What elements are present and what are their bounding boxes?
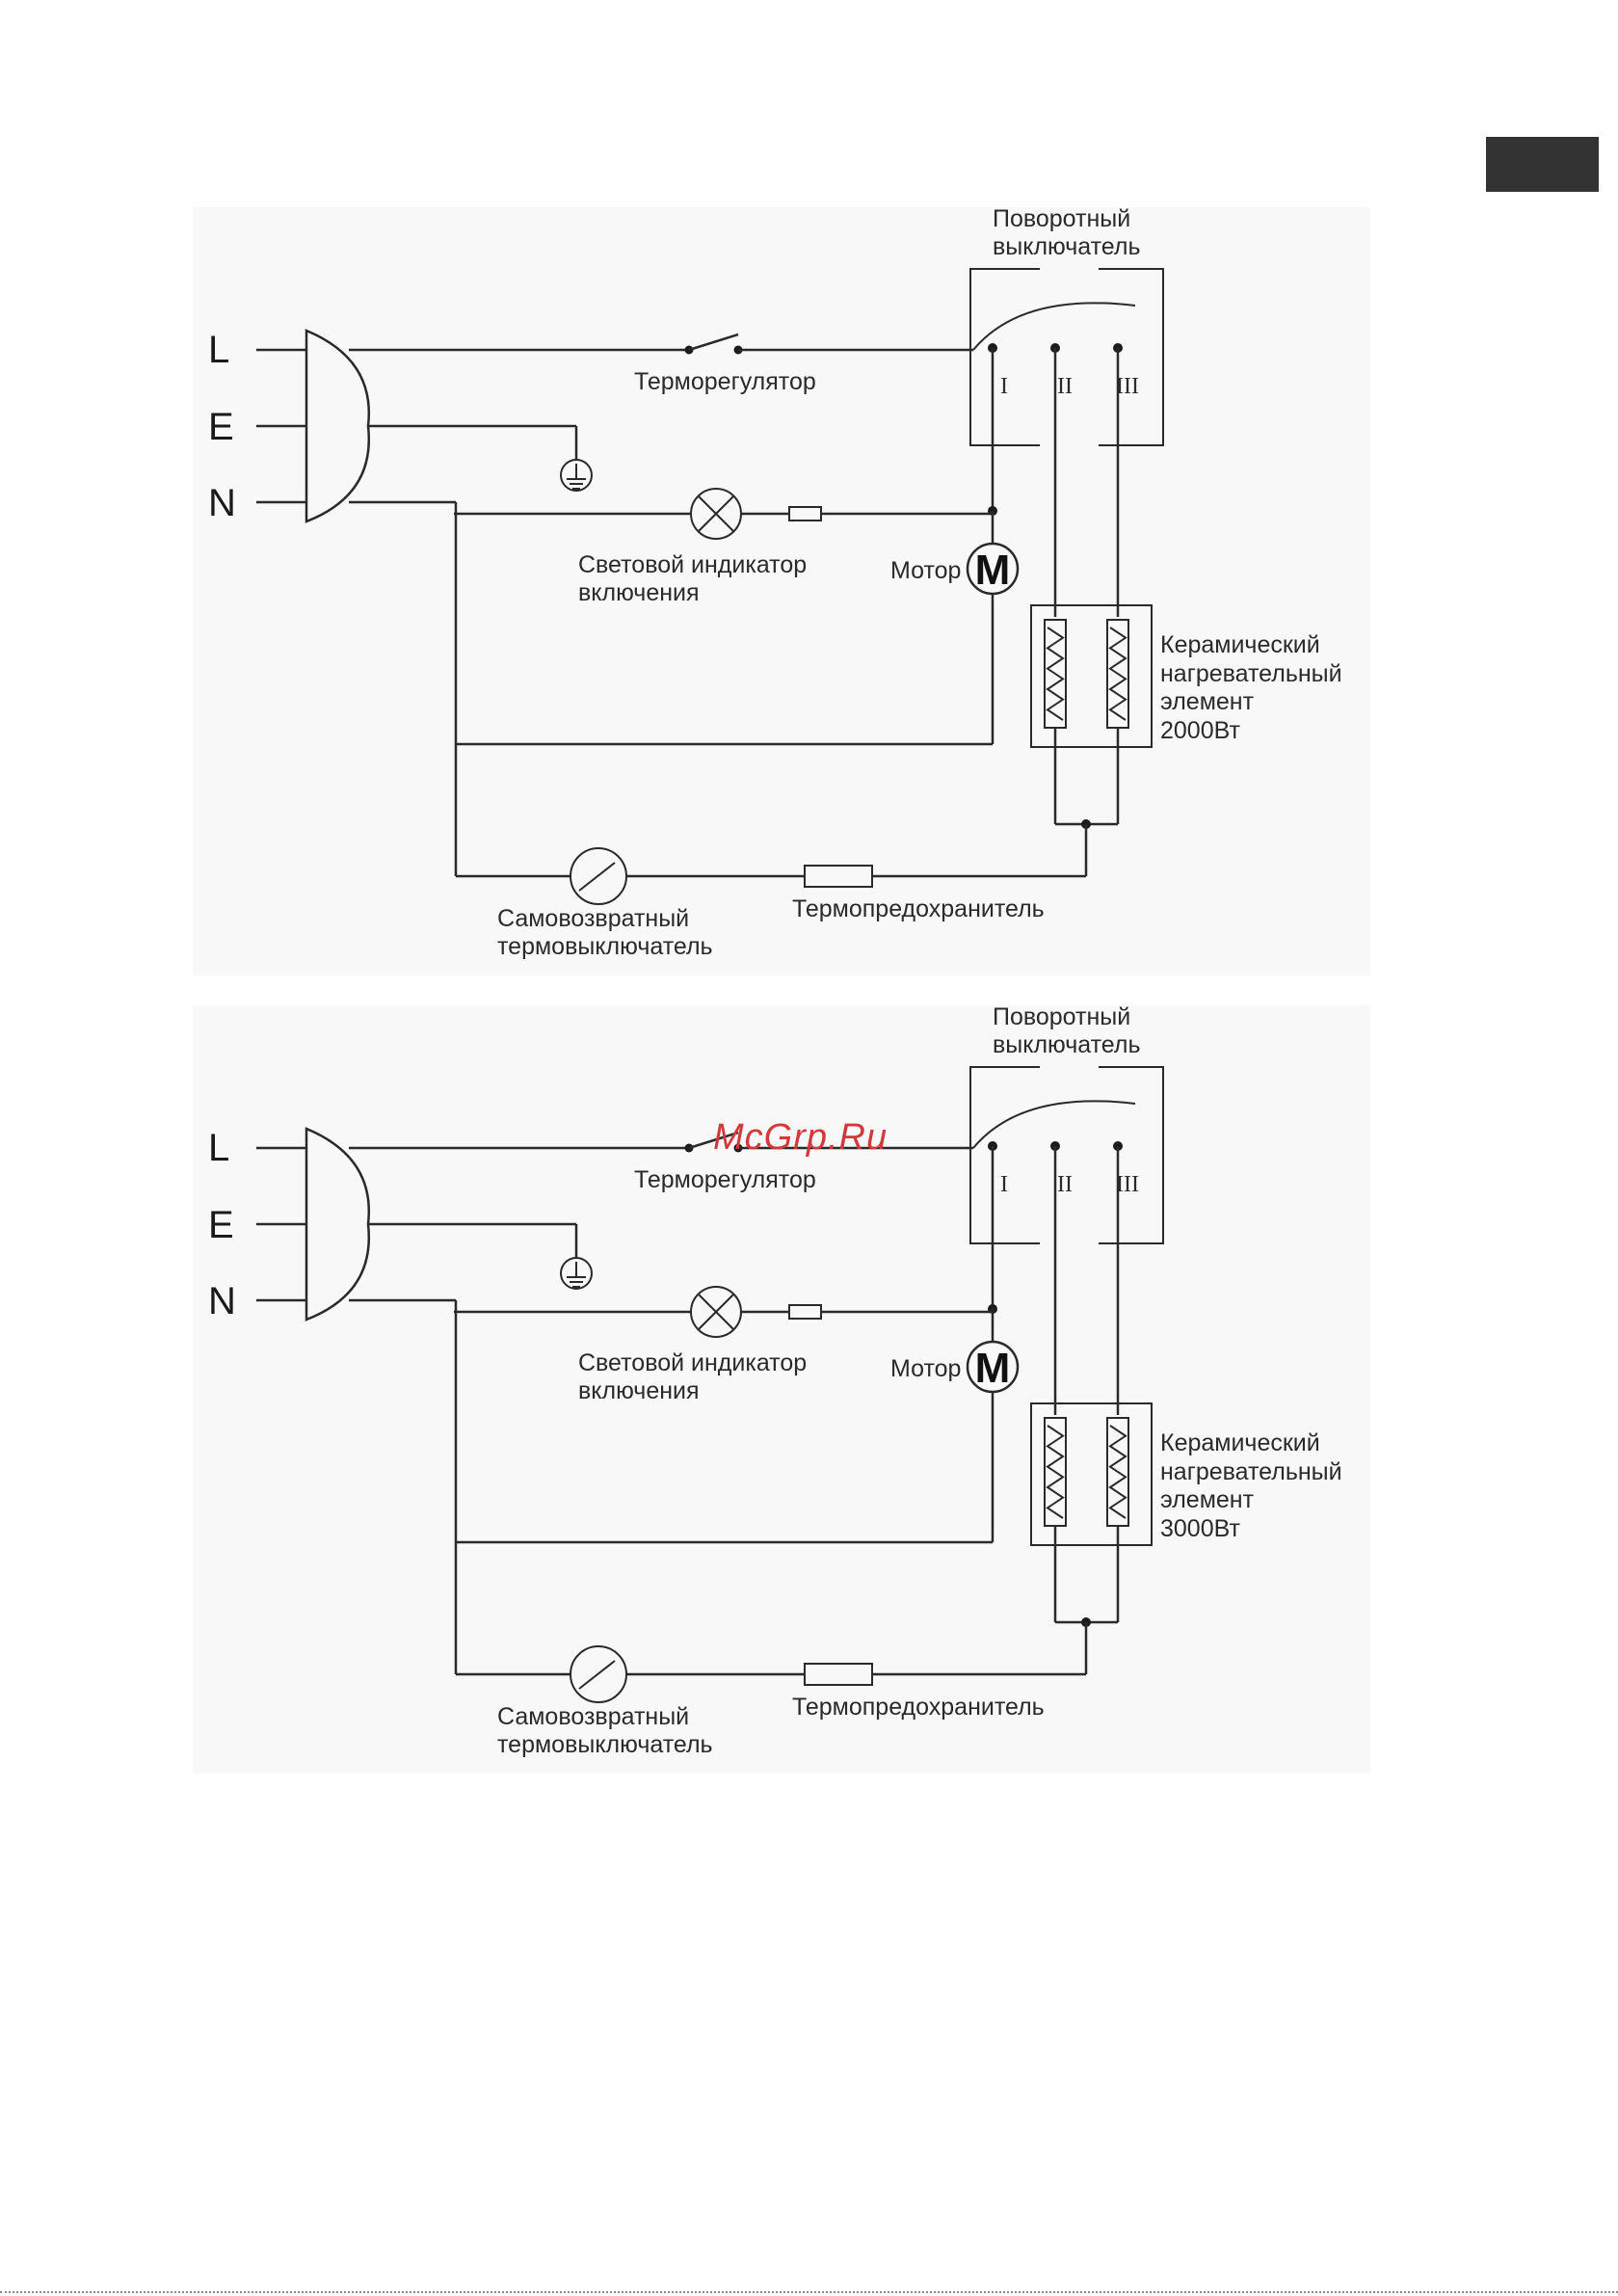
ground-icon: [560, 459, 593, 492]
page-tab-marker: [1486, 137, 1599, 192]
motor-symbol: M: [975, 547, 1011, 594]
indicator-label: Световой индикатор: [578, 551, 807, 578]
reset-thermoswitch-label: Самовозвратный: [497, 1703, 689, 1730]
rotary-switch-label: Поворотный: [993, 205, 1130, 232]
heater-label: нагревательный: [1160, 1458, 1342, 1485]
thermal-fuse-icon: [804, 865, 873, 888]
reset-thermoswitch-blade: [578, 862, 616, 892]
terminal-n-label: N: [208, 1280, 236, 1322]
reset-thermoswitch-label: термовыключатель: [497, 1731, 713, 1758]
rotary-switch-arm: [972, 302, 1136, 351]
heater-coil-1-coil: [1046, 627, 1065, 721]
switch-position-label: II: [1057, 1172, 1073, 1197]
indicator-label: включения: [578, 1377, 700, 1404]
heater-coil-2-coil: [1108, 1425, 1127, 1519]
indicator-label: включения: [578, 579, 700, 606]
indicator-lamp-cross: [698, 495, 734, 532]
switch-position-label: II: [1057, 374, 1073, 399]
thermal-fuse-label: Термопредохранитель: [792, 1694, 1045, 1721]
heater-element-box: [1030, 1402, 1153, 1546]
rotary-switch-label: выключатель: [993, 1031, 1141, 1058]
plug-icon: [305, 329, 371, 523]
thermal-fuse-label: Термопредохранитель: [792, 895, 1045, 922]
terminal-l-label: L: [208, 329, 229, 371]
indicator-resistor-icon: [788, 506, 822, 521]
rotary-switch-label: Поворотный: [993, 1003, 1130, 1030]
switch-position-label: III: [1116, 1172, 1139, 1197]
motor-symbol: M: [975, 1345, 1011, 1392]
thermoregulator-label: Терморегулятор: [634, 368, 816, 395]
switch-position-label: I: [1000, 374, 1008, 399]
ground-icon: [560, 1257, 593, 1290]
terminal-e-label: E: [208, 406, 234, 448]
rotary-switch-arm: [972, 1100, 1136, 1149]
heater-label: Керамический: [1160, 631, 1320, 658]
thermal-fuse-icon: [804, 1663, 873, 1686]
motor-label: Мотор: [890, 1355, 961, 1382]
heater-coil-2-coil: [1108, 627, 1127, 721]
motor-label: Мотор: [890, 557, 961, 584]
thermoregulator-switch-icon: [688, 333, 739, 352]
heater-coil-1-coil: [1046, 1425, 1065, 1519]
heater-label: элемент: [1160, 1486, 1255, 1513]
plug-icon: [305, 1127, 371, 1322]
rotary-switch-box: [969, 1066, 1040, 1244]
switch-position-label: I: [1000, 1172, 1008, 1197]
heater-element-box: [1030, 604, 1153, 748]
heater-label: элемент: [1160, 688, 1255, 715]
heater-power-label: 2000Вт: [1160, 717, 1240, 744]
heater-label: Керамический: [1160, 1429, 1320, 1456]
rotary-switch-box: [1099, 1066, 1164, 1244]
indicator-lamp-cross: [698, 1294, 734, 1330]
heater-label: нагревательный: [1160, 660, 1342, 687]
rotary-switch-box: [969, 268, 1040, 446]
reset-thermoswitch-blade: [578, 1660, 616, 1690]
watermark: McGrp.Ru: [713, 1117, 889, 1158]
thermoregulator-label: Терморегулятор: [634, 1166, 816, 1193]
terminal-e-label: E: [208, 1204, 234, 1246]
terminal-l-label: L: [208, 1127, 229, 1169]
rotary-switch-box: [1099, 268, 1164, 446]
page-bottom-rule: [0, 2291, 1618, 2296]
switch-position-label: III: [1116, 374, 1139, 399]
thermoregulator-switch-icon: [688, 1131, 739, 1150]
reset-thermoswitch-label: термовыключатель: [497, 933, 713, 960]
terminal-n-label: N: [208, 482, 236, 524]
rotary-switch-label: выключатель: [993, 233, 1141, 260]
indicator-label: Световой индикатор: [578, 1349, 807, 1376]
reset-thermoswitch-label: Самовозвратный: [497, 905, 689, 932]
indicator-resistor-icon: [788, 1304, 822, 1320]
heater-power-label: 3000Вт: [1160, 1515, 1240, 1542]
